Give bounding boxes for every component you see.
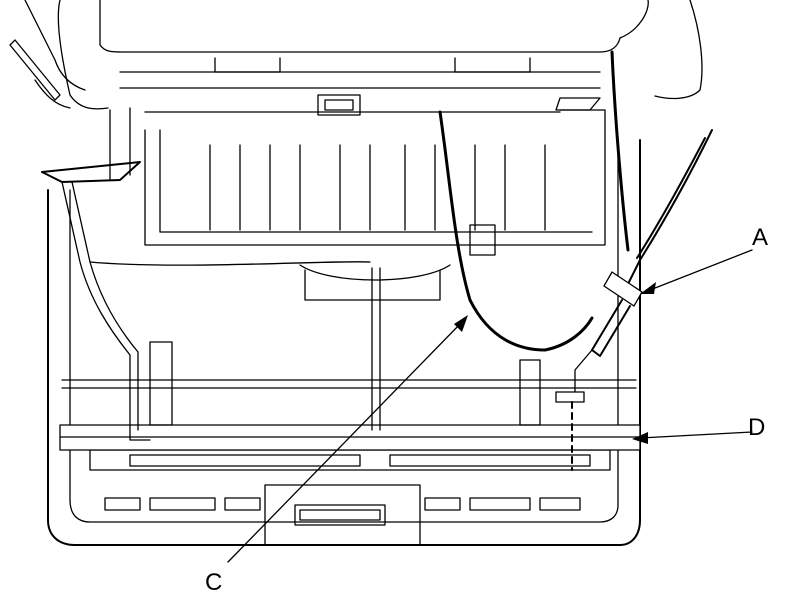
- left-release-rod: [41, 161, 371, 441]
- leader-lines: [227, 249, 753, 563]
- vertical-struts: [149, 264, 541, 431]
- cable-end-fitting: [555, 391, 585, 403]
- lower-tray: [89, 449, 611, 546]
- clamp-a: [603, 271, 643, 307]
- callout-a-label: A: [752, 224, 768, 251]
- seat-frame-outline: [47, 50, 641, 546]
- callout-c-label: C: [205, 569, 222, 596]
- under-seat-tray: [144, 94, 606, 256]
- callout-d-label: D: [748, 414, 765, 441]
- seat-cushion-outline: [9, 0, 703, 110]
- cable-a: [555, 129, 713, 471]
- cable-c: [438, 110, 594, 352]
